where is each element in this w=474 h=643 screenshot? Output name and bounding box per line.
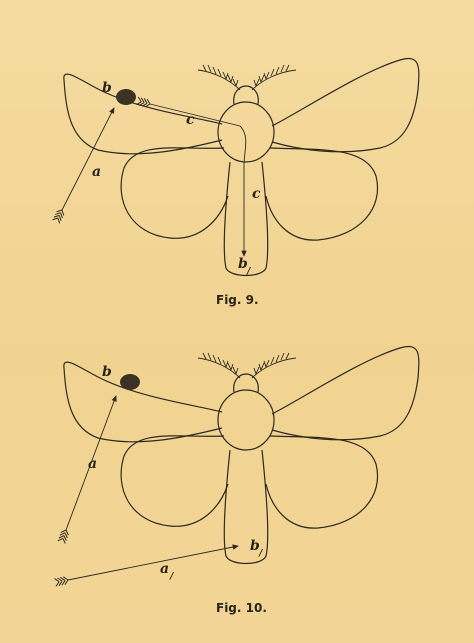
thorax [218, 390, 274, 450]
right-antenna-pectination [254, 353, 289, 374]
right-forewing [272, 346, 419, 439]
label-a1-subscript: / [169, 572, 175, 582]
caption-fig-9: Fig. 9. [216, 293, 259, 307]
label-a1: a [160, 561, 169, 577]
left-hindwing [121, 148, 228, 238]
label-a: a [88, 456, 97, 472]
wing-spot-b [120, 374, 140, 390]
thorax [218, 102, 274, 162]
label-c-lower: c [252, 186, 261, 202]
arrow-a1 [68, 546, 238, 580]
label-b: b [102, 364, 112, 380]
right-hindwing [266, 148, 378, 240]
label-a: a [92, 164, 101, 180]
wing-spot-b [116, 89, 136, 105]
figure-9: b a c c b / Fig. 9. [53, 58, 419, 307]
abdomen [224, 450, 267, 564]
right-hindwing [266, 436, 378, 528]
head [234, 374, 259, 392]
head [234, 86, 259, 104]
label-b1-subscript: / [258, 549, 264, 559]
arrow-a1-fletching [54, 576, 68, 586]
figure-10: b a b / a / Fig. 10. [54, 346, 418, 615]
arrow-a-fletching [58, 529, 70, 544]
arrow-a [62, 108, 114, 210]
arrow-a-fletching [53, 208, 66, 223]
left-hindwing [121, 436, 228, 526]
left-forewing [64, 362, 222, 442]
left-antenna-pectination [203, 353, 238, 374]
caption-fig-10: Fig. 10. [216, 601, 267, 615]
label-b: b [102, 80, 112, 96]
left-antenna-pectination [203, 65, 238, 86]
right-forewing [272, 58, 419, 151]
label-c-upper: c [186, 112, 195, 128]
left-forewing [64, 74, 222, 154]
right-antenna-pectination [254, 65, 289, 86]
